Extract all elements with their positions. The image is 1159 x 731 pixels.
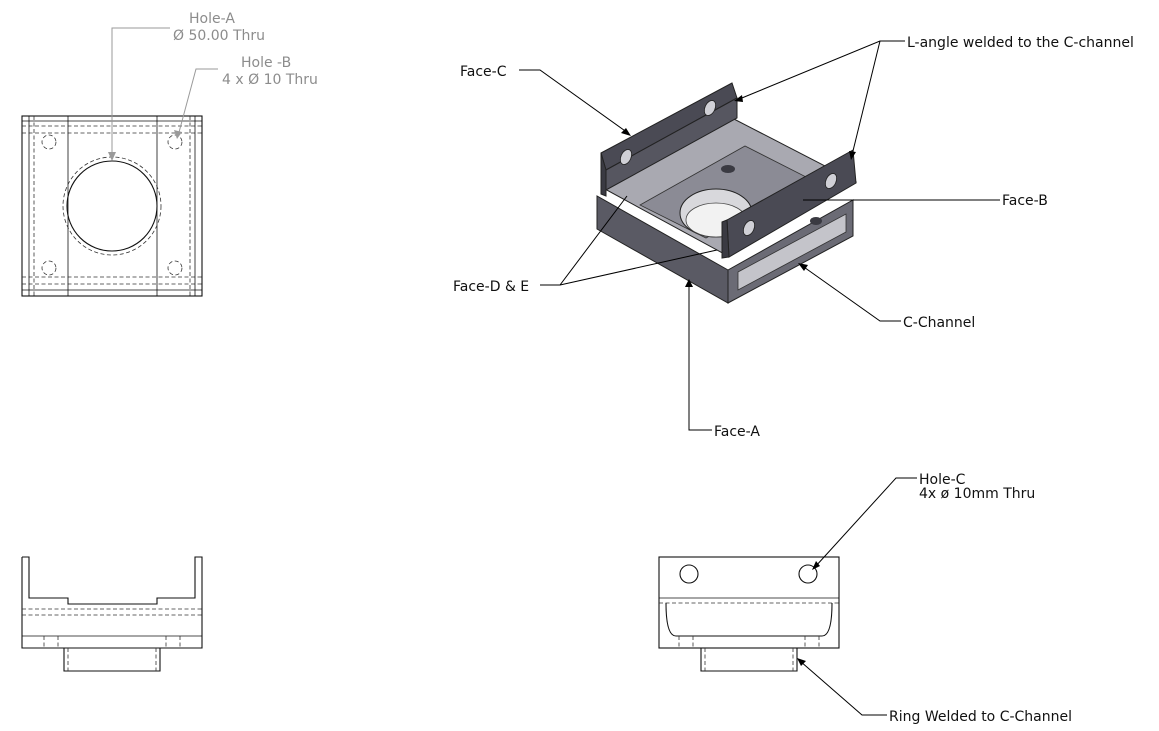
hole-a-circle [66, 160, 158, 252]
side-view: Hole-C 4x ø 10mm Thru Ring Welded to C-C… [658, 472, 1072, 725]
hole-c-circle [679, 564, 699, 584]
hole-b-leader [177, 68, 218, 137]
hole-b-circle [41, 134, 57, 150]
hole-b-circle [41, 260, 57, 276]
iso-view: Face-C L-angle welded to the C-channel F… [453, 35, 1134, 440]
hole-a-spec: Ø 50.00 Thru [173, 28, 265, 44]
face-a-label: Face-A [714, 424, 760, 440]
face-b-label: Face-B [1002, 193, 1048, 209]
c-channel-leader [800, 264, 901, 322]
ring-leader [799, 660, 887, 716]
top-view: Hole-A Ø 50.00 Thru Hole -B 4 x Ø 10 Thr… [21, 11, 318, 297]
hole-b-title: Hole -B [241, 55, 291, 71]
l-angle-leader-1 [736, 40, 905, 101]
face-a-leader [688, 281, 712, 431]
hole-c-title: Hole-C [919, 472, 966, 488]
face-d-e-label: Face-D & E [453, 279, 529, 295]
l-angle-label: L-angle welded to the C-channel [907, 35, 1134, 51]
c-channel-label: C-Channel [903, 315, 975, 331]
hole-c-leader [814, 477, 917, 568]
hole-b-circle [167, 134, 183, 150]
l-angle-leader-2 [851, 40, 881, 156]
hole-a-title: Hole-A [189, 11, 235, 27]
hole-b-spec: 4 x Ø 10 Thru [222, 72, 318, 88]
hole-c-spec: 4x ø 10mm Thru [919, 486, 1035, 502]
hole-b-circle [167, 260, 183, 276]
face-c-leader [519, 69, 629, 134]
face-e-leader [559, 249, 718, 286]
iso-part [596, 82, 858, 304]
hole-a-leader [111, 27, 170, 160]
front-view [21, 556, 203, 672]
hole-c-circle [798, 564, 818, 584]
face-c-label: Face-C [460, 64, 507, 80]
ring-label: Ring Welded to C-Channel [889, 709, 1072, 725]
